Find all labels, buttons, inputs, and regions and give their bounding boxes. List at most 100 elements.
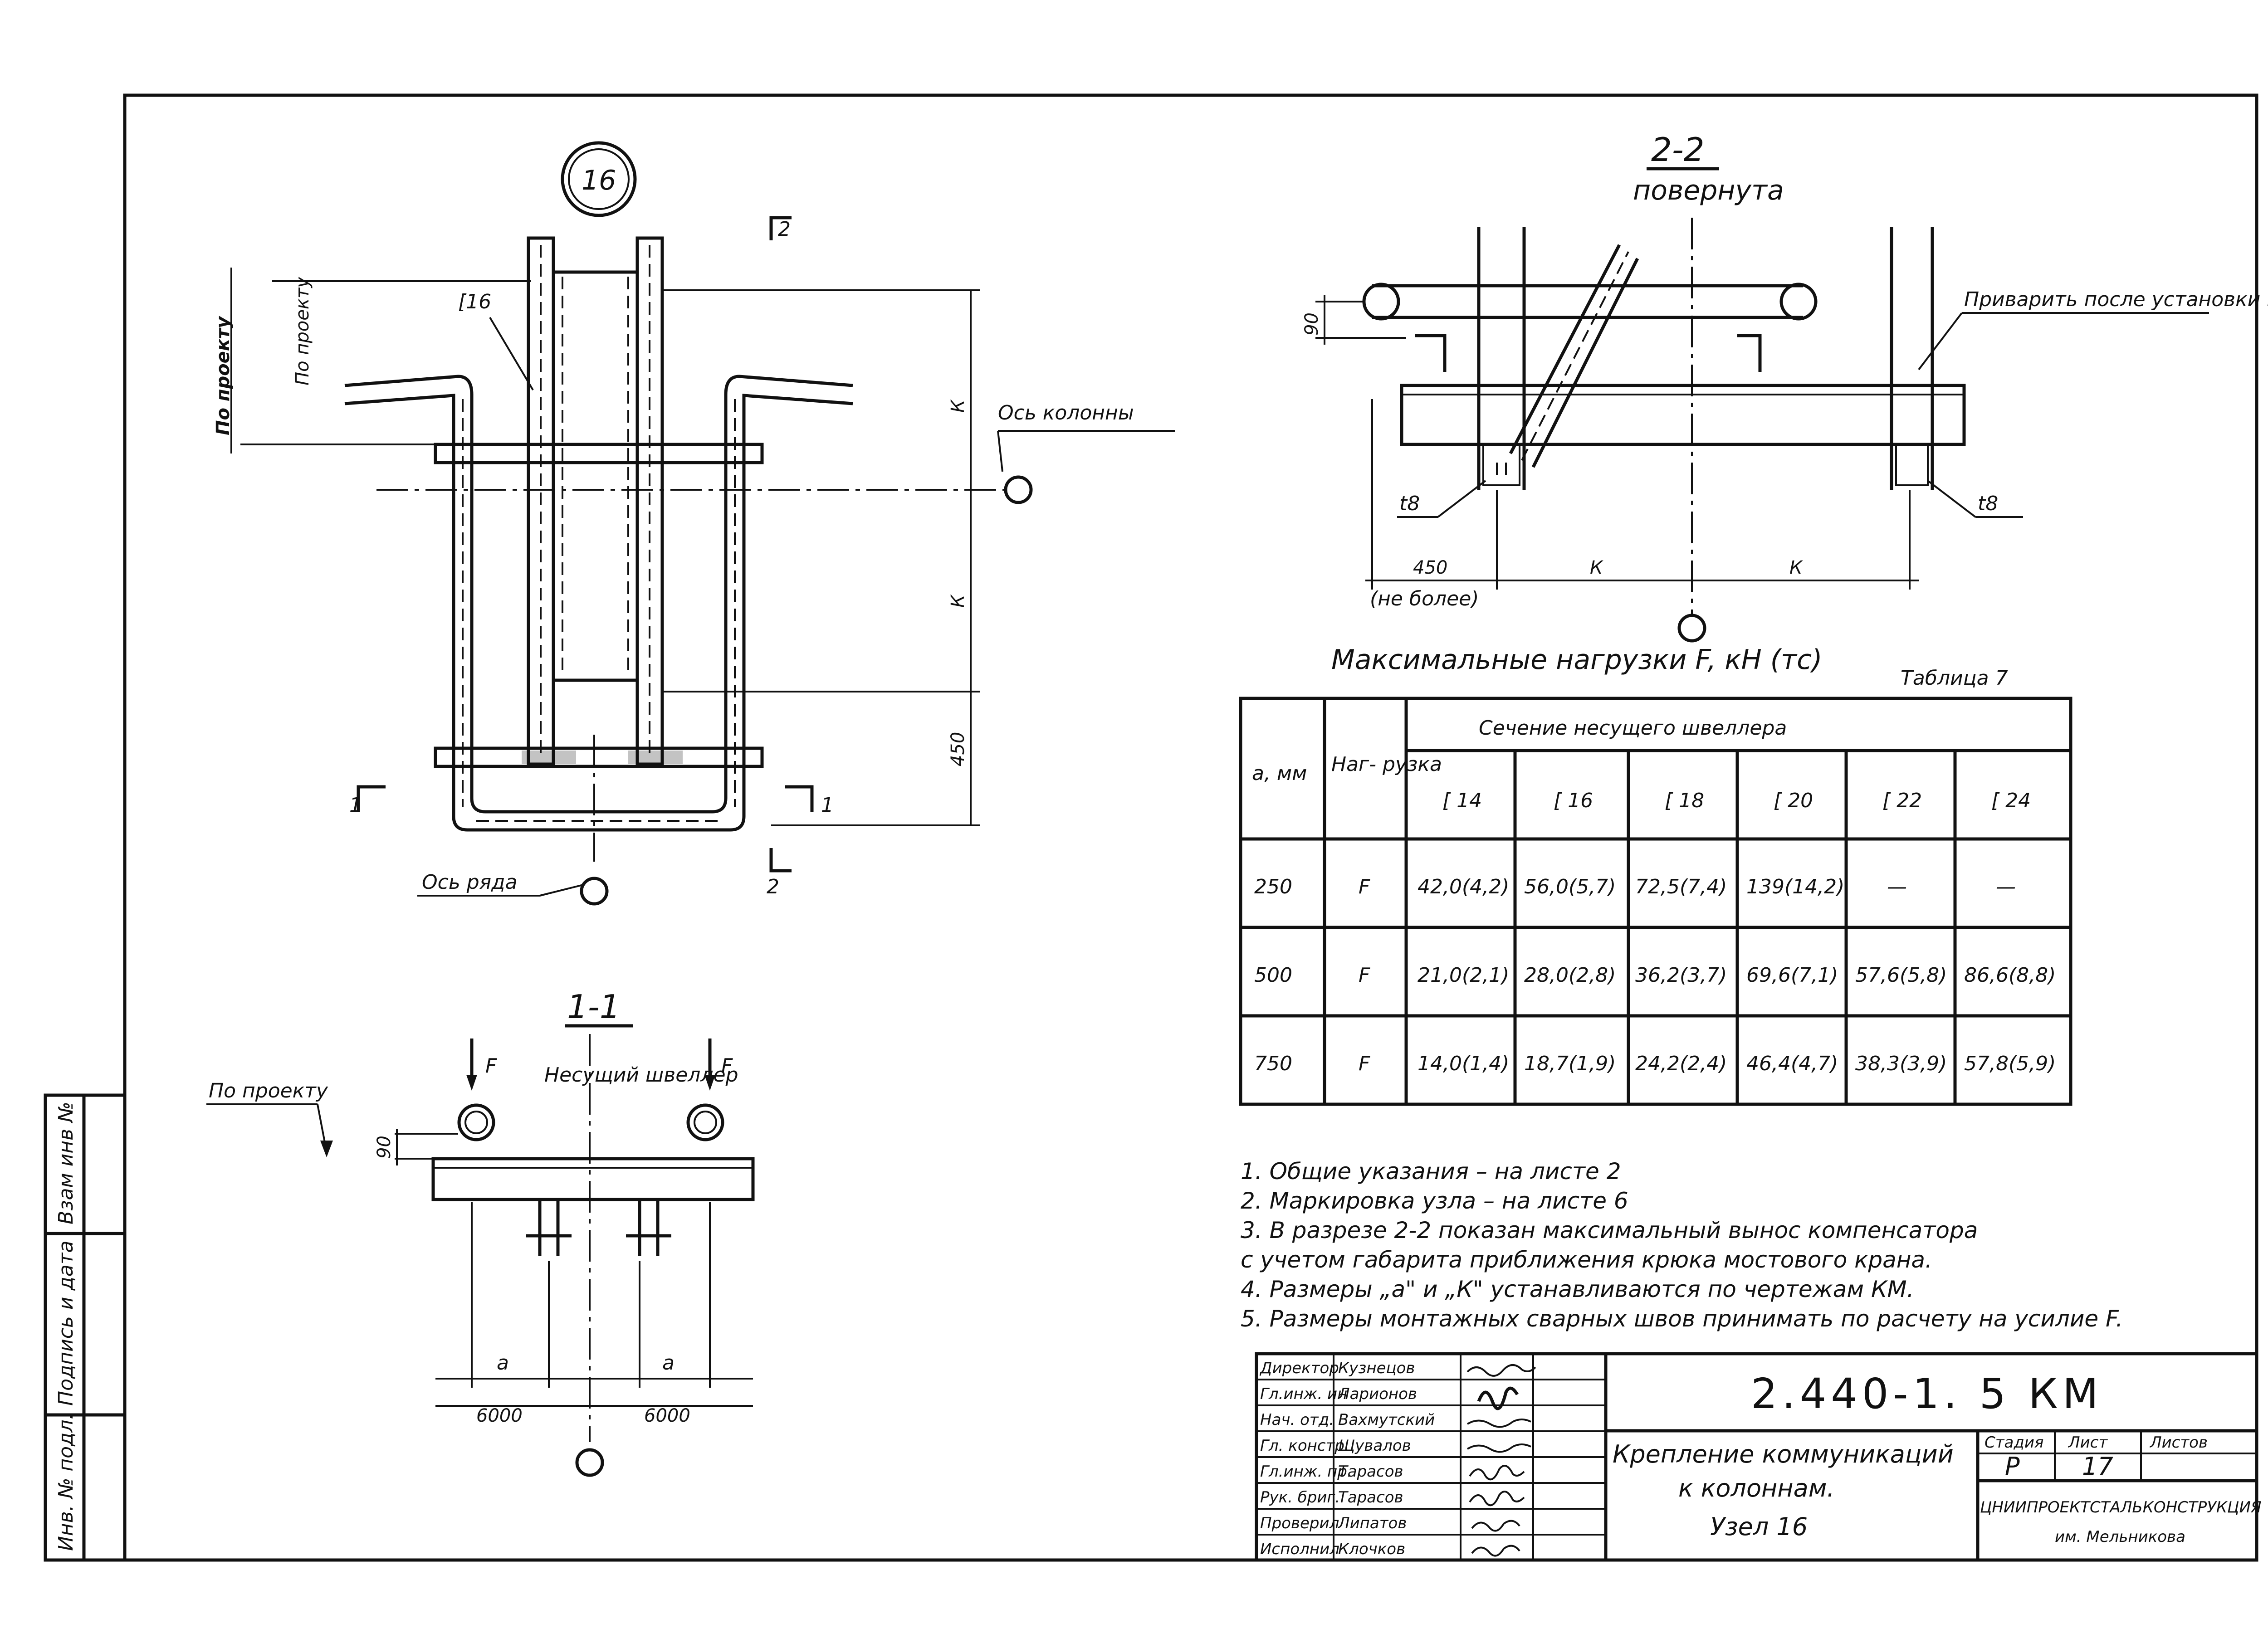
table-cell: 42,0(4,2) bbox=[1418, 875, 1509, 898]
table-row-a: 500 bbox=[1254, 964, 1292, 987]
name-director: Кузнецов bbox=[1338, 1359, 1415, 1377]
table-cell: — bbox=[1996, 875, 2016, 898]
label-f-right: F bbox=[721, 1054, 733, 1078]
note-line: 5. Размеры монтажных сварных швов приним… bbox=[1241, 1306, 2123, 1332]
pipe-right bbox=[686, 1103, 724, 1141]
dim-k-right-section-22: К bbox=[1789, 557, 1803, 578]
drawing-name-line2: к колоннам. bbox=[1678, 1474, 1835, 1502]
pipe-end-right bbox=[1779, 283, 1818, 321]
label-weld-note: Приварить после установки швеллера bbox=[1964, 288, 2268, 311]
note-line: с учетом габарита приближения крюка мост… bbox=[1241, 1247, 1932, 1273]
name-checked: Липатов bbox=[1337, 1514, 1407, 1532]
name-chief-designer: Щувалов bbox=[1338, 1437, 1411, 1455]
table-cell: 14,0(1,4) bbox=[1418, 1052, 1509, 1075]
drawing-name-line3: Узел 16 bbox=[1710, 1512, 1808, 1541]
table-cell: 72,5(7,4) bbox=[1635, 875, 1727, 898]
table-col-load: Наг- рузка bbox=[1331, 753, 1442, 776]
title-block: Директор Кузнецов Гл.инж. ин Ларионов На… bbox=[1255, 1352, 2262, 1562]
view-section-2-2: 2-2 повернута t8 t8 Приварить после уста… bbox=[1301, 131, 2268, 643]
table-cell: 28,0(2,8) bbox=[1524, 964, 1616, 987]
side-stamp-sign: Подпись и дата bbox=[54, 1241, 78, 1406]
table-section-24: [ 24 bbox=[1991, 789, 2031, 812]
table-cell: 86,6(8,8) bbox=[1964, 964, 2056, 987]
name-executed: Клочков bbox=[1338, 1540, 1405, 1558]
table-section-18: [ 18 bbox=[1665, 789, 1704, 812]
section-2-2-subtitle: повернута bbox=[1633, 175, 1784, 206]
name-chief-engineer: Ларионов bbox=[1337, 1385, 1417, 1403]
dim-k-upper: К bbox=[948, 399, 968, 413]
side-stamp-inv: Инв. № подл. bbox=[54, 1413, 78, 1551]
dim-6000-left: 6000 bbox=[476, 1405, 523, 1426]
name-team-lead: Тарасов bbox=[1338, 1488, 1403, 1507]
section-1-1-title: 1-1 bbox=[567, 988, 621, 1026]
dim-90-section-22: 90 bbox=[1301, 312, 1322, 336]
dim-po-proektu-inner: По проекту bbox=[292, 277, 313, 385]
row-axis-bubble bbox=[580, 877, 609, 906]
drawing-code: 2.440-1. 5 КМ bbox=[1751, 1370, 2103, 1418]
table-cell: 57,6(5,8) bbox=[1855, 964, 1947, 987]
table-heading: Максимальные нагрузки F, кН (тс) bbox=[1331, 644, 1823, 676]
section-22-axis-bubble bbox=[1677, 614, 1706, 643]
pipe-left bbox=[457, 1103, 495, 1141]
label-column-axis: Ось колонны bbox=[998, 401, 1134, 424]
sheet-value: 17 bbox=[2082, 1452, 2113, 1481]
note-line: 4. Размеры „а" и „К" устанавливаются по … bbox=[1241, 1276, 1914, 1302]
label-carrier-line1: Несущий швеллер bbox=[544, 1063, 738, 1087]
dim-ne-bolee: (не более) bbox=[1370, 587, 1479, 610]
dim-k-lower: К bbox=[948, 594, 968, 608]
table-cell: 57,8(5,9) bbox=[1964, 1052, 2056, 1075]
note-line: 3. В разрезе 2-2 показан максимальный вы… bbox=[1241, 1217, 1978, 1243]
table-section-20: [ 20 bbox=[1774, 789, 1813, 812]
table-cell: 46,4(4,7) bbox=[1746, 1052, 1838, 1075]
label-f-left: F bbox=[485, 1054, 497, 1078]
carrier-channel bbox=[431, 1157, 755, 1201]
table-section-22: [ 22 bbox=[1882, 789, 1922, 812]
table-col-a: а, мм bbox=[1252, 762, 1307, 785]
org-subtitle: им. Мельникова bbox=[2055, 1528, 2185, 1546]
cut-2-top: 2 bbox=[778, 218, 791, 241]
role-head-dept: Нач. отд. bbox=[1260, 1411, 1334, 1429]
sheet-label: Лист bbox=[2068, 1433, 2108, 1452]
table-section-14: [ 14 bbox=[1442, 789, 1482, 812]
label-t8-right: t8 bbox=[1978, 492, 1998, 515]
cut-1-right: 1 bbox=[821, 794, 834, 817]
table-number: Таблица 7 bbox=[1901, 667, 2008, 690]
view-section-1-1: 1-1 F F Несущий швеллер По проекту 90 bbox=[206, 988, 755, 1477]
table-cell: 24,2(2,4) bbox=[1635, 1052, 1727, 1075]
label-po-proektu: По проекту bbox=[209, 1079, 328, 1102]
table-cell: 56,0(5,7) bbox=[1524, 875, 1616, 898]
cut-1-left: 1 bbox=[349, 794, 362, 817]
dim-k-left-section-22: К bbox=[1590, 557, 1603, 578]
section-2-2-title: 2-2 bbox=[1651, 131, 1705, 169]
dim-450: 450 bbox=[948, 732, 968, 766]
dim-450-section-22: 450 bbox=[1413, 557, 1447, 578]
side-stamp: Инв. № подл. Подпись и дата Взам инв № bbox=[44, 1093, 127, 1562]
stage-value: Р bbox=[2005, 1452, 2020, 1481]
table-cell: 18,7(1,9) bbox=[1524, 1052, 1616, 1075]
loads-table: Максимальные нагрузки F, кН (тс) Таблица… bbox=[1239, 644, 2072, 1106]
table-section-16: [ 16 bbox=[1554, 789, 1593, 812]
table-cell: — bbox=[1887, 875, 1907, 898]
note-line: 2. Маркировка узла – на листе 6 bbox=[1241, 1188, 1628, 1214]
section-11-axis-bubble bbox=[575, 1448, 604, 1477]
role-chief-engineer: Гл.инж. ин bbox=[1260, 1385, 1347, 1403]
node-badge-label: 16 bbox=[582, 165, 616, 196]
label-t8-left: t8 bbox=[1399, 492, 1420, 515]
dim-a-left: а bbox=[497, 1351, 509, 1375]
drawing-name-line1: Крепление коммуникаций bbox=[1613, 1440, 1954, 1468]
label-row-axis: Ось ряда bbox=[422, 871, 518, 894]
cut-2-bottom: 2 bbox=[767, 875, 779, 898]
pipe-end-left bbox=[1362, 283, 1400, 321]
role-director: Директор bbox=[1259, 1359, 1339, 1377]
role-team-lead: Рук. бриг. bbox=[1260, 1488, 1340, 1507]
org-name: ЦНИИПРОЕКТСТАЛЬКОНСТРУКЦИЯ bbox=[1980, 1498, 2262, 1516]
label-c16: [16 bbox=[458, 290, 491, 313]
table-row-load: F bbox=[1359, 1052, 1370, 1075]
carrier-channel-section-22 bbox=[1400, 384, 1966, 446]
node-badge-circle bbox=[561, 141, 637, 217]
table-row-a: 750 bbox=[1254, 1052, 1292, 1075]
dim-po-proektu-outer: По проекту bbox=[213, 316, 234, 435]
general-notes: 1. Общие указания – на листе 2 2. Маркир… bbox=[1241, 1158, 2123, 1332]
column-axis-bubble bbox=[1004, 475, 1033, 504]
